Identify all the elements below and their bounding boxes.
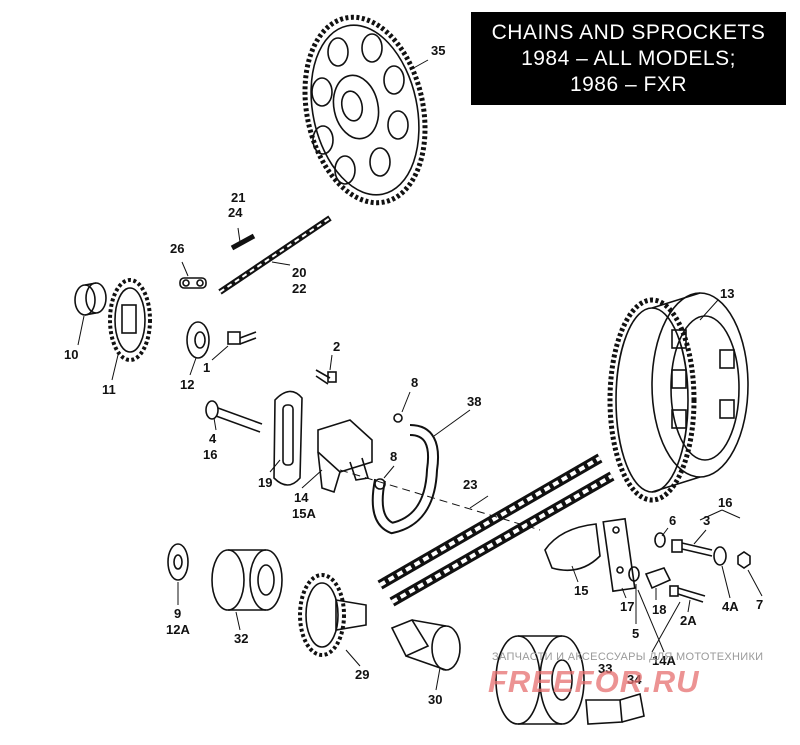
connector-link-26 xyxy=(179,277,207,289)
title-line-2: 1984 – ALL MODELS; xyxy=(521,47,736,70)
callout-15: 15 xyxy=(574,583,589,598)
callout-38: 38 xyxy=(467,394,482,409)
tensioner-hardware xyxy=(628,532,751,603)
primary-chain-23 xyxy=(339,453,615,607)
tensioner-plate-17 xyxy=(602,517,636,593)
callout-16b: 16 xyxy=(718,495,733,510)
clutch-hub-32 xyxy=(211,549,283,611)
callout-20: 20 xyxy=(292,265,307,280)
bolt-1 xyxy=(227,331,257,345)
callout-1: 1 xyxy=(203,360,211,375)
callout-7: 7 xyxy=(756,597,764,612)
callout-11: 11 xyxy=(102,382,116,397)
callout-14: 14 xyxy=(294,490,309,505)
callout-13: 13 xyxy=(720,286,735,301)
callout-19: 19 xyxy=(258,475,273,490)
callout-15A: 15A xyxy=(292,506,316,521)
callout-33: 33 xyxy=(598,661,613,676)
bracket-14 xyxy=(317,419,373,494)
clutch-shell-13 xyxy=(607,292,749,503)
nut-plate-18 xyxy=(644,567,672,590)
callout-23: 23 xyxy=(463,477,478,492)
rear-sprocket-35 xyxy=(302,14,428,206)
chain-20-22 xyxy=(218,215,332,295)
roller-33-34 xyxy=(495,635,645,725)
callout-9: 9 xyxy=(174,606,182,621)
callout-29: 29 xyxy=(355,667,370,682)
front-sprocket-11 xyxy=(108,278,152,362)
callout-17: 17 xyxy=(620,599,635,614)
callout-32: 32 xyxy=(234,631,249,646)
callout-26: 26 xyxy=(170,241,185,256)
screw-2 xyxy=(315,369,337,385)
engine-sprocket-29 xyxy=(298,573,367,657)
bolt-4 xyxy=(205,400,263,433)
washer-9 xyxy=(167,543,189,581)
adjuster-plate-19 xyxy=(273,390,303,486)
watermark-logo: FREEFOR.RU xyxy=(488,664,700,699)
watermark-tagline: ЗАПЧАСТИ И АКСЕССУАРЫ ДЛЯ МОТОТЕХНИКИ xyxy=(492,651,764,663)
spacer-30 xyxy=(390,619,461,671)
tensioner-shoe-15 xyxy=(544,523,601,572)
callout-35: 35 xyxy=(431,43,446,58)
callout-21: 21 xyxy=(231,190,246,205)
title-line-3: 1986 – FXR xyxy=(569,73,688,96)
callout-2: 2 xyxy=(333,339,341,354)
callout-16a: 16 xyxy=(203,447,218,462)
callout-12A: 12A xyxy=(166,622,190,637)
callout-30: 30 xyxy=(428,692,443,707)
bushing-10 xyxy=(74,282,107,316)
callout-5: 5 xyxy=(632,626,640,641)
callout-4: 4 xyxy=(209,431,217,446)
diagram-title-box: CHAINS AND SPROCKETS 1984 – ALL MODELS; … xyxy=(471,12,786,105)
nut-12 xyxy=(186,321,210,359)
callout-8b: 8 xyxy=(390,449,398,464)
callout-3: 3 xyxy=(703,513,711,528)
callout-18: 18 xyxy=(652,602,667,617)
oil-hose-38 xyxy=(371,413,439,535)
callout-12: 12 xyxy=(180,377,195,392)
callout-4A: 4A xyxy=(722,599,739,614)
callout-22: 22 xyxy=(292,281,307,296)
callout-10: 10 xyxy=(64,347,79,362)
title-line-1: CHAINS AND SPROCKETS xyxy=(491,21,766,44)
callout-6: 6 xyxy=(669,513,677,528)
callout-34: 34 xyxy=(627,672,642,687)
leader-lines xyxy=(77,59,763,691)
callout-24: 24 xyxy=(228,205,243,220)
callout-14A: 14A xyxy=(652,653,676,668)
callout-8a: 8 xyxy=(411,375,419,390)
callout-2A: 2A xyxy=(680,613,697,628)
